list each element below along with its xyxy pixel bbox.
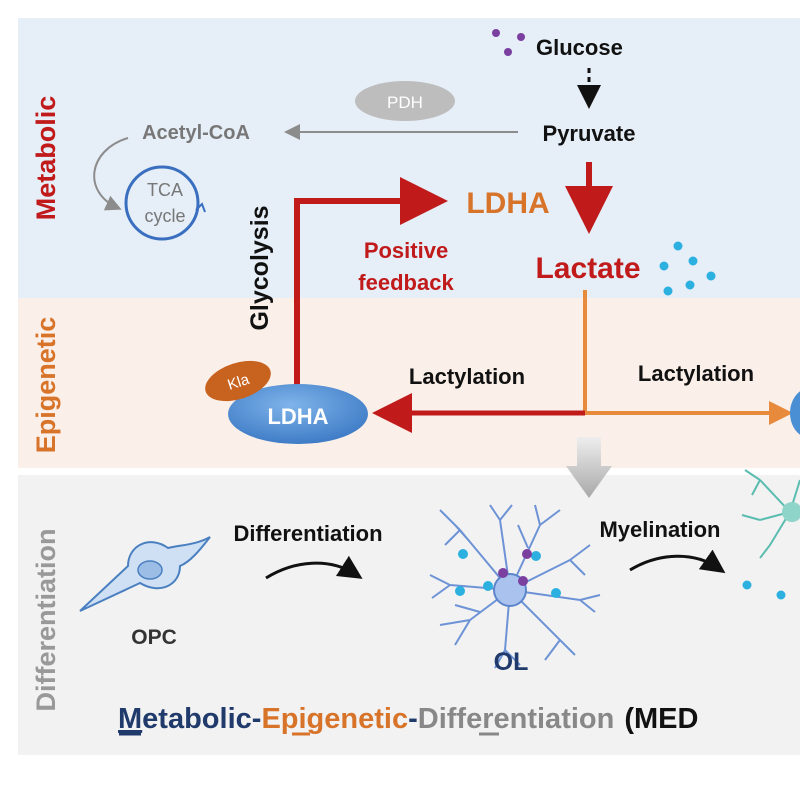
positive-feedback-line1: Positive bbox=[364, 238, 448, 263]
title-differentiation: ifferentiation bbox=[439, 703, 615, 735]
title-epigenetic: pigenetic bbox=[281, 703, 408, 735]
ol-glucose-dots-icon bbox=[498, 549, 532, 586]
title-metabolic: etabolic bbox=[142, 703, 252, 735]
ol-label: OL bbox=[494, 648, 529, 676]
differentiation-band bbox=[18, 475, 800, 755]
myelination-arrow bbox=[629, 549, 726, 574]
lactate-label: Lactate bbox=[535, 252, 640, 285]
opc-cell-icon bbox=[79, 536, 211, 612]
title-m-initial: M bbox=[118, 703, 142, 735]
glucose-molecules-icon bbox=[492, 29, 525, 56]
title-med-paren: (MED bbox=[624, 703, 698, 735]
title-e-initial: E bbox=[261, 703, 280, 735]
med-title: Metabolic-Epigenetic-Differentiation(MED bbox=[118, 703, 698, 735]
acetyl-coa-label: Acetyl-CoA bbox=[142, 122, 250, 144]
epigenetic-band bbox=[18, 298, 800, 468]
band-label-epigenetic: Epigenetic bbox=[31, 317, 61, 454]
pyruvate-label: Pyruvate bbox=[543, 121, 636, 146]
lactate-molecules-icon bbox=[659, 241, 716, 296]
myelin-dots-icon bbox=[742, 580, 786, 600]
acetylcoa-to-tca-arrow bbox=[93, 137, 129, 211]
metabolic-band bbox=[18, 18, 800, 298]
target-protein-partial bbox=[790, 391, 800, 435]
tca-cycle-icon bbox=[124, 165, 200, 241]
ldha-bottom-label: LDHA bbox=[267, 404, 328, 429]
title-dash2: - bbox=[408, 703, 418, 735]
opc-label: OPC bbox=[131, 626, 177, 649]
title-dash1: - bbox=[252, 703, 262, 735]
positive-feedback-line2: feedback bbox=[358, 270, 454, 295]
kla-modification bbox=[205, 360, 271, 402]
myelination-label: Myelination bbox=[599, 517, 720, 542]
pdh-enzyme bbox=[355, 81, 455, 121]
ldha-top-label: LDHA bbox=[466, 187, 549, 220]
glycolysis-label: Glycolysis bbox=[246, 205, 274, 330]
band-label-differentiation: Differentiation bbox=[31, 528, 61, 711]
differentiation-step-label: Differentiation bbox=[233, 521, 382, 546]
positive-feedback-arrow bbox=[294, 177, 448, 385]
differentiation-arrow bbox=[265, 555, 363, 580]
glucose-label: Glucose bbox=[536, 35, 623, 60]
ol-lactate-dots-icon bbox=[455, 549, 561, 598]
kla-label: Kla bbox=[226, 371, 252, 394]
svg-text:Metabolic-Epigenetic-Different: Metabolic-Epigenetic-Differentiation(MED bbox=[118, 703, 698, 735]
lactylation-left-label: Lactylation bbox=[409, 364, 525, 389]
lactylation-right-label: Lactylation bbox=[638, 361, 754, 386]
down-transition-arrow bbox=[566, 437, 612, 498]
ldha-bottom-enzyme bbox=[228, 384, 368, 444]
title-d-initial: D bbox=[418, 703, 439, 735]
band-label-metabolic: Metabolic bbox=[31, 96, 61, 221]
tca-label-line2: cycle bbox=[144, 206, 185, 226]
tca-label-line1: TCA bbox=[147, 180, 183, 200]
pdh-label: PDH bbox=[387, 93, 423, 112]
